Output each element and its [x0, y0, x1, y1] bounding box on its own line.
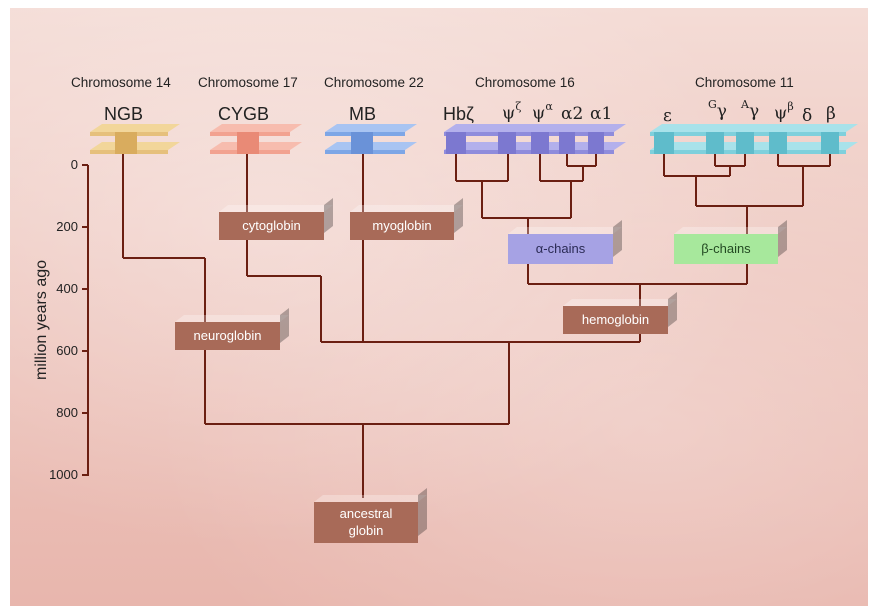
cytoglobin-node: cytoglobin: [219, 212, 324, 240]
beta-chains-label: β-chains: [701, 240, 751, 256]
chromosome-22-bar: [325, 124, 417, 154]
chromosome-16-bar: [444, 124, 626, 154]
gene-psi-beta-label: ψβ: [774, 100, 794, 124]
gene-alpha2-label: α2: [561, 104, 584, 124]
phylogeny-tree: [82, 124, 858, 498]
myoglobin-label: myoglobin: [372, 217, 432, 233]
gene-epsilon-label: ε: [663, 106, 672, 126]
gene-delta-label: δ: [802, 106, 813, 126]
gene-hb-zeta-label: Hbζ: [443, 104, 474, 124]
tick-label: 400: [56, 281, 78, 296]
gene-g-gamma-label: Gγ: [708, 98, 727, 122]
tick-label: 200: [56, 219, 78, 234]
chromosome-14-bar: [90, 124, 180, 154]
gene-alpha1-label: α1: [590, 104, 613, 124]
gene-mb-label: MB: [349, 104, 376, 124]
chromosome-14-label: Chromosome 14: [71, 75, 171, 90]
gene-beta-label: β: [826, 104, 836, 124]
globin-evolution-diagram: Chromosome 14 Chromosome 17 Chromosome 2…: [10, 8, 868, 606]
alpha-chains-label: α-chains: [535, 240, 586, 256]
cytoglobin-label: cytoglobin: [242, 217, 301, 233]
tick-label: 800: [56, 405, 78, 420]
chromosome-11-label: Chromosome 11: [695, 75, 794, 90]
beta-chains-node: β-chains: [674, 234, 778, 264]
tick-label: 1000: [49, 467, 78, 482]
hemoglobin-label: hemoglobin: [581, 311, 650, 327]
gene-a-gamma-label: Aγ: [741, 98, 760, 122]
chromosome-16-label: Chromosome 16: [475, 75, 575, 90]
chromosome-17-label: Chromosome 17: [198, 75, 298, 90]
myoglobin-node: myoglobin: [350, 212, 454, 240]
gene-ngb-label: NGB: [104, 104, 144, 124]
gene-psi-zeta-label: ψζ: [502, 100, 522, 124]
axis-title: million years ago: [33, 259, 50, 381]
tick-label: 600: [56, 343, 78, 358]
gene-psi-alpha-label: ψα: [532, 100, 553, 124]
neuroglobin-node: neuroglobin: [175, 322, 280, 350]
tick-label: 0: [70, 157, 78, 172]
chromosome-17-bar: [210, 124, 302, 154]
gene-cygb-label: CYGB: [218, 104, 270, 124]
chromosome-11-bar: [650, 124, 858, 154]
hemoglobin-node: hemoglobin: [563, 306, 668, 334]
neuroglobin-label: neuroglobin: [193, 327, 262, 343]
chromosome-22-label: Chromosome 22: [324, 75, 424, 90]
alpha-chains-node: α-chains: [508, 234, 613, 264]
